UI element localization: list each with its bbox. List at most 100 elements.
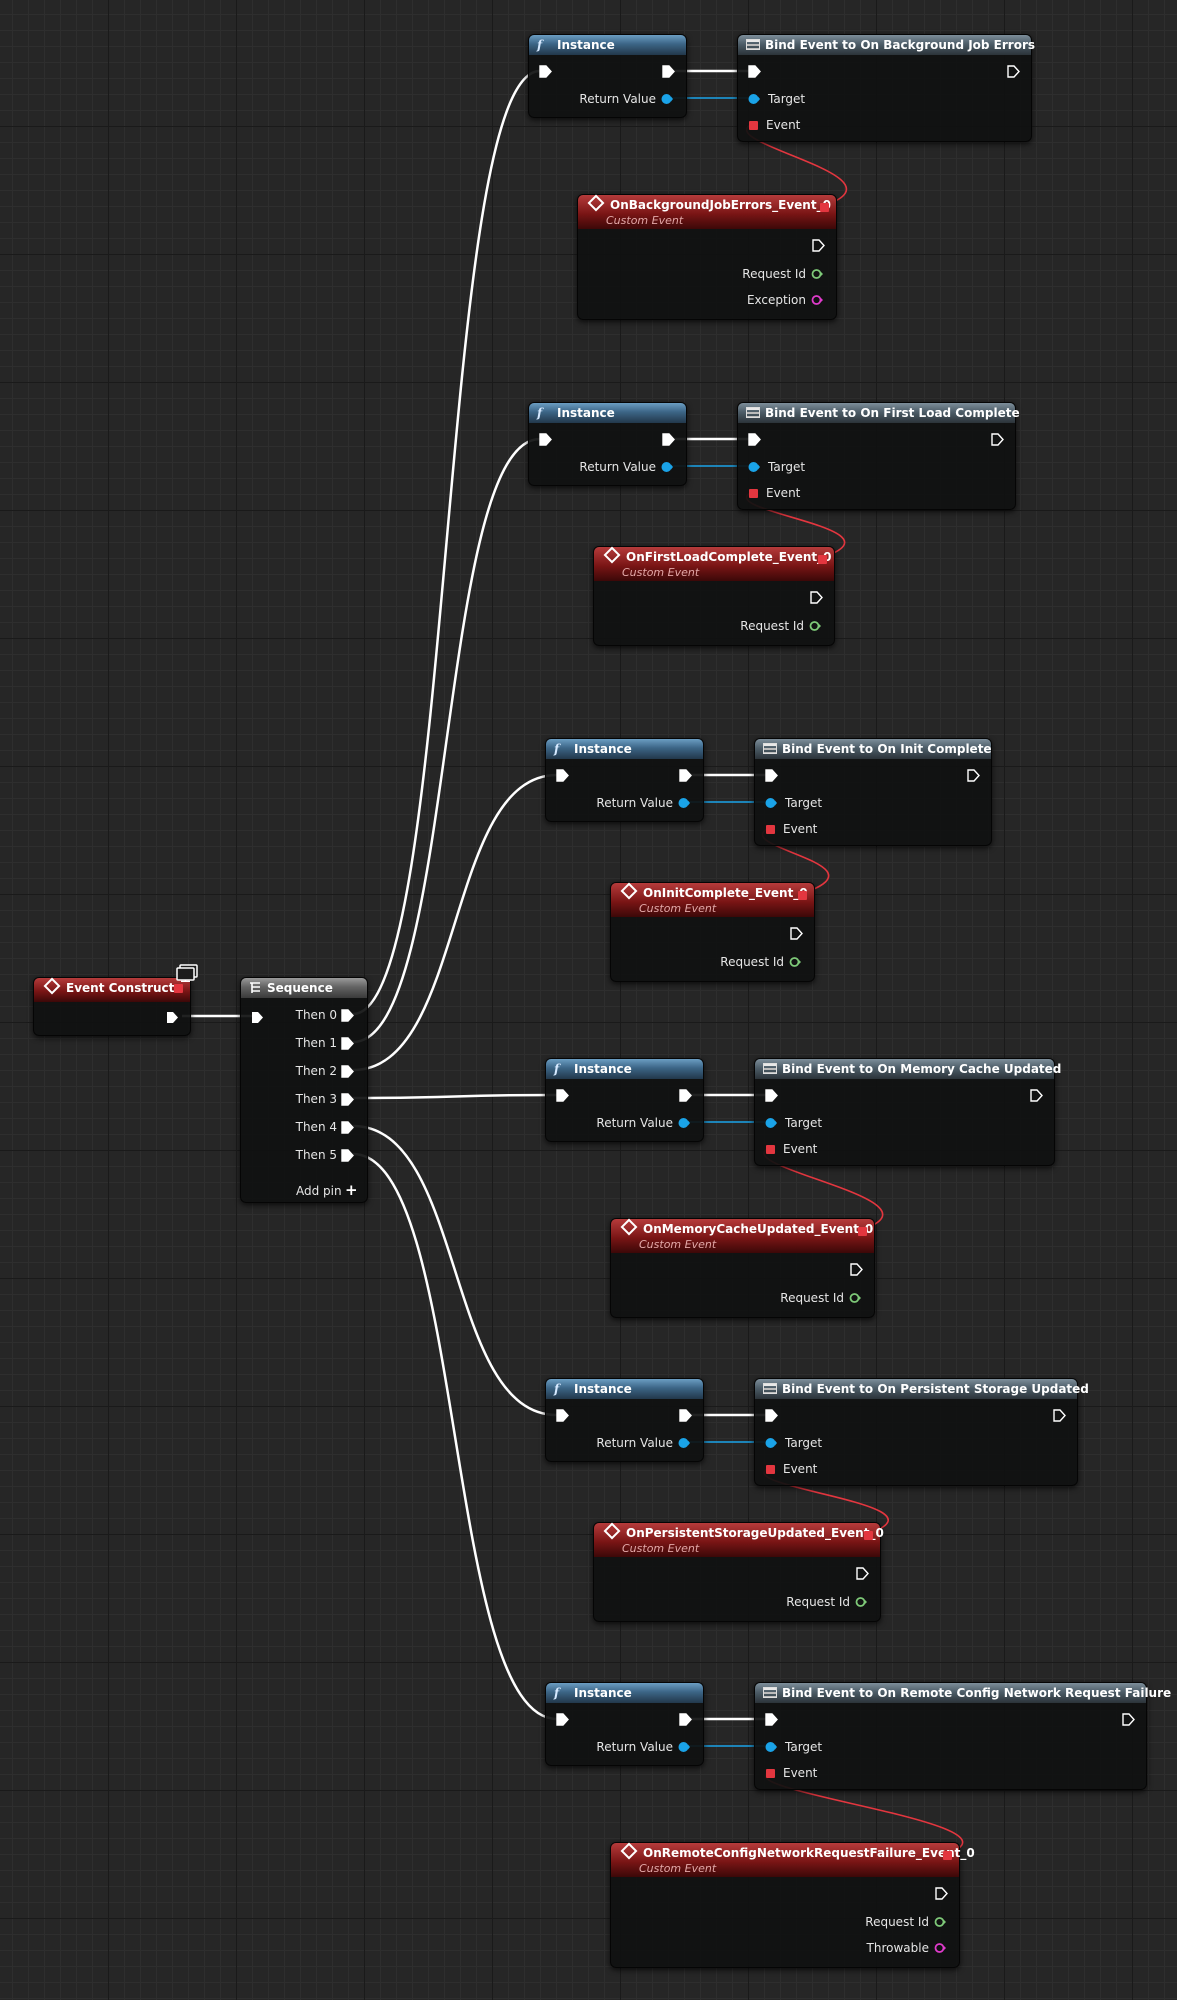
event-delegate-pin[interactable] (749, 489, 758, 498)
bind-event-node[interactable]: Bind Event to On Persistent Storage Upda… (754, 1378, 1089, 1486)
instance-exec-out-pin[interactable] (662, 65, 675, 78)
instance-exec-in-pin[interactable] (539, 65, 552, 78)
bind-exec-in-pin[interactable] (765, 1713, 778, 1726)
bind-exec-out-pin[interactable] (1007, 65, 1020, 78)
custom-event-exec-out-pin[interactable] (850, 1263, 863, 1276)
sequence-exec-in-pin[interactable] (251, 1011, 264, 1024)
bind-event-title: Bind Event to On Memory Cache Updated (782, 1062, 1062, 1076)
custom-event-param-pin[interactable] (809, 620, 821, 632)
bind-event-node[interactable]: Bind Event to On Remote Config Network R… (754, 1682, 1171, 1790)
instance-exec-out-pin[interactable] (679, 1409, 692, 1422)
custom-event-delegate-pin[interactable] (798, 891, 807, 900)
bind-exec-in-pin[interactable] (765, 1089, 778, 1102)
target-pin[interactable] (748, 461, 760, 473)
custom-event-node[interactable]: OnMemoryCacheUpdated_Event_0 Custom Even… (610, 1218, 875, 1318)
event-delegate-pin[interactable] (766, 1145, 775, 1154)
custom-event-param-pin[interactable] (934, 1916, 946, 1928)
bind-event-node[interactable]: Bind Event to On Memory Cache Updated Ta… (754, 1058, 1061, 1166)
return-value-pin[interactable] (661, 461, 673, 473)
custom-event-param-pin[interactable] (934, 1942, 946, 1954)
instance-exec-in-pin[interactable] (556, 1089, 569, 1102)
bind-event-node[interactable]: Bind Event to On Background Job Errors T… (737, 34, 1035, 142)
event-delegate-pin[interactable] (766, 1465, 775, 1474)
event-delegate-pin[interactable] (749, 121, 758, 130)
custom-event-exec-out-pin[interactable] (790, 927, 803, 940)
bind-event-node[interactable]: Bind Event to On First Load Complete Tar… (737, 402, 1020, 510)
bind-exec-out-pin[interactable] (1122, 1713, 1135, 1726)
sequence-then-pin[interactable] (341, 1093, 354, 1106)
custom-event-subtitle: Custom Event (639, 1238, 717, 1251)
instance-exec-in-pin[interactable] (539, 433, 552, 446)
return-value-label: Return Value (579, 92, 656, 106)
return-value-pin[interactable] (678, 797, 690, 809)
event-diamond-icon (603, 1522, 621, 1540)
bind-exec-out-pin[interactable] (1053, 1409, 1066, 1422)
instance-exec-out-pin[interactable] (679, 1089, 692, 1102)
custom-event-exec-out-pin[interactable] (935, 1887, 948, 1900)
custom-event-header: OnMemoryCacheUpdated_Event_0 Custom Even… (611, 1218, 874, 1253)
return-value-pin[interactable] (661, 93, 673, 105)
target-pin[interactable] (765, 797, 777, 809)
sequence-then-pin[interactable] (341, 1149, 354, 1162)
bind-exec-in-pin[interactable] (748, 433, 761, 446)
instance-exec-in-pin[interactable] (556, 1713, 569, 1726)
add-pin-label[interactable]: Add pin (296, 1184, 342, 1198)
custom-event-exec-out-pin[interactable] (810, 591, 823, 604)
return-value-pin[interactable] (678, 1117, 690, 1129)
event-delegate-pin[interactable] (766, 825, 775, 834)
custom-event-title: OnMemoryCacheUpdated_Event_0 (643, 1222, 874, 1236)
instance-exec-out-pin[interactable] (662, 433, 675, 446)
sequence-then-pin[interactable] (341, 1121, 354, 1134)
bind-exec-out-pin[interactable] (1030, 1089, 1043, 1102)
event-delegate-pin[interactable] (766, 1769, 775, 1778)
target-label: Target (785, 1740, 823, 1754)
return-value-pin[interactable] (678, 1741, 690, 1753)
custom-event-node[interactable]: OnPersistentStorageUpdated_Event_0 Custo… (593, 1522, 884, 1622)
custom-event-delegate-pin[interactable] (864, 1531, 873, 1540)
custom-event-delegate-pin[interactable] (818, 555, 827, 564)
custom-event-exec-out-pin[interactable] (812, 239, 825, 252)
sequence-then-pin[interactable] (341, 1009, 354, 1022)
custom-event-node[interactable]: OnRemoteConfigNetworkRequestFailure_Even… (610, 1842, 975, 1968)
custom-event-delegate-pin[interactable] (943, 1851, 952, 1860)
instance-exec-out-pin[interactable] (679, 769, 692, 782)
custom-event-param-pin[interactable] (855, 1596, 867, 1608)
sequence-then-pin[interactable] (341, 1065, 354, 1078)
target-pin[interactable] (765, 1437, 777, 1449)
bind-exec-in-pin[interactable] (765, 769, 778, 782)
custom-event-exec-out-pin[interactable] (856, 1567, 869, 1580)
target-pin[interactable] (748, 93, 760, 105)
instance-exec-in-pin[interactable] (556, 1409, 569, 1422)
event-construct-delegate-pin[interactable] (174, 984, 183, 993)
bind-exec-in-pin[interactable] (748, 65, 761, 78)
custom-event-node[interactable]: OnBackgroundJobErrors_Event_0 Custom Eve… (577, 194, 837, 320)
custom-event-node[interactable]: OnInitComplete_Event_0 Custom Event Requ… (610, 882, 815, 982)
custom-event-delegate-pin[interactable] (820, 203, 829, 212)
custom-event-param-pin[interactable] (789, 956, 801, 968)
bind-exec-out-pin[interactable] (991, 433, 1004, 446)
target-pin[interactable] (765, 1117, 777, 1129)
bind-exec-in-pin[interactable] (765, 1409, 778, 1422)
return-value-pin[interactable] (678, 1437, 690, 1449)
instance-exec-in-pin[interactable] (556, 769, 569, 782)
custom-event-delegate-pin[interactable] (858, 1227, 867, 1236)
custom-event-param-pin[interactable] (811, 268, 823, 280)
target-pin[interactable] (765, 1741, 777, 1753)
sequence-then-pin[interactable] (341, 1037, 354, 1050)
custom-event-param-pin[interactable] (811, 294, 823, 306)
custom-event-node[interactable]: OnFirstLoadComplete_Event_0 Custom Event… (593, 546, 835, 646)
add-pin-icon[interactable]: + (345, 1181, 358, 1199)
event-construct-node[interactable]: Event Construct (33, 977, 191, 1036)
bind-event-node[interactable]: Bind Event to On Init Complete Target Ev… (754, 738, 992, 846)
instance-exec-out-pin[interactable] (679, 1713, 692, 1726)
custom-event-param-pin[interactable] (849, 1292, 861, 1304)
bind-exec-out-pin[interactable] (967, 769, 980, 782)
exec-out-pin[interactable] (166, 1011, 179, 1024)
